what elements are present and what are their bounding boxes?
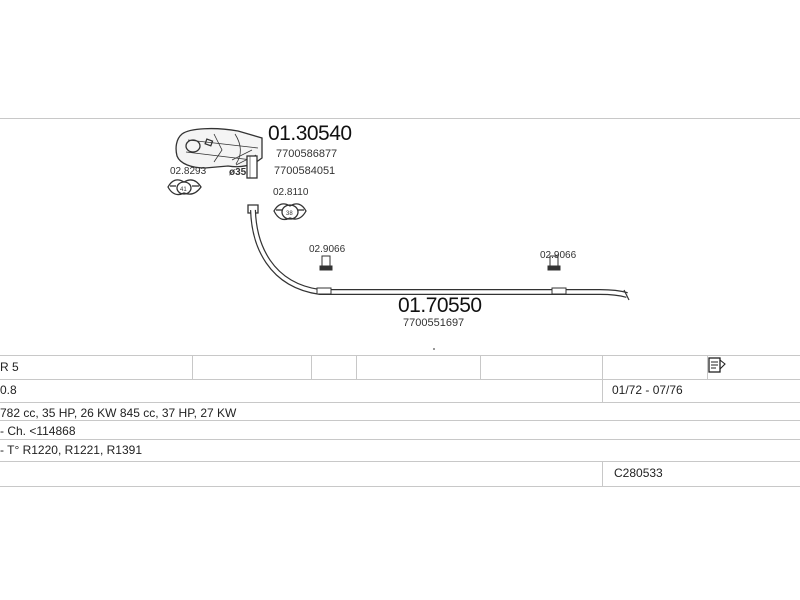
engine-details-cell: 782 cc, 35 HP, 26 KW 845 cc, 37 HP, 27 K… (0, 406, 237, 420)
front-pipe-drawing (250, 209, 630, 301)
clamp-right-drawing (273, 203, 307, 221)
top-border-line (0, 118, 800, 119)
rear-muffler-part-number[interactable]: 01.30540 (268, 122, 352, 145)
table-row-line-6 (0, 461, 800, 462)
front-pipe-oem: 7700551697 (403, 317, 465, 329)
types-cell: - T° R1220, R1221, R1391 (0, 443, 142, 457)
cell-divider-1 (192, 355, 193, 379)
table-row-line-2 (0, 379, 800, 380)
rear-muffler-oem-1: 7700586877 (276, 148, 338, 160)
cell-divider-6 (707, 355, 708, 379)
cell-divider-3 (356, 355, 357, 379)
cell-divider-7 (602, 461, 603, 486)
table-row-line-3 (0, 402, 800, 403)
clamp-right-size-label: 38 (286, 211, 293, 217)
clamp-left-size-label: 41 (180, 187, 187, 193)
clamp-left-part-number[interactable]: 02.8293 (170, 166, 207, 177)
clamp-right-part-number[interactable]: 02.8110 (273, 187, 309, 198)
rear-muffler-drawing (175, 127, 263, 179)
table-row-line-7 (0, 486, 800, 487)
chassis-cell: - Ch. <114868 (0, 424, 76, 438)
table-row-line-1 (0, 355, 800, 356)
pipe-diameter-label: ø35 (229, 167, 247, 178)
code-cell: C280533 (614, 466, 663, 480)
cell-divider-4 (480, 355, 481, 379)
hanger-left-drawing (316, 255, 333, 295)
table-row-line-4 (0, 420, 800, 421)
document-icon (708, 357, 726, 373)
table-row-line-5 (0, 439, 800, 440)
cell-divider-5 (602, 355, 603, 402)
rear-muffler-oem-2: 7700584051 (274, 165, 336, 177)
hanger-right-drawing (547, 255, 567, 295)
front-pipe-part-number[interactable]: 01.70550 (398, 294, 482, 317)
engine-size-cell: 0.8 (0, 383, 17, 397)
hanger-right-part-number[interactable]: 02.9066 (540, 250, 577, 261)
clamp-left-drawing (167, 179, 202, 196)
model-cell: R 5 (0, 360, 19, 374)
cell-divider-2 (311, 355, 312, 379)
hanger-left-part-number[interactable]: 02.9066 (309, 244, 346, 255)
years-cell: 01/72 - 07/76 (612, 383, 683, 397)
